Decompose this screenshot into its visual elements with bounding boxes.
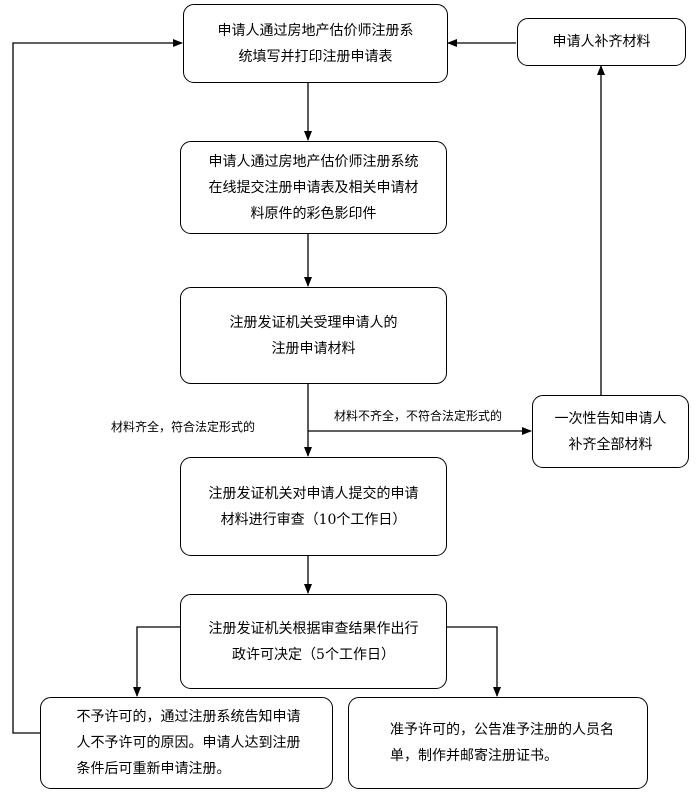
node-accept-line-2: 注册申请材料 xyxy=(271,340,356,357)
node-submit-online-line-3: 料原件的彩色影印件 xyxy=(250,205,377,222)
node-supplement-line-1: 申请人补齐材料 xyxy=(552,34,651,50)
node-decision-line-1: 注册发证机关根据审查结果作出行 xyxy=(208,620,419,637)
label-complete: 材料齐全，符合法定形式的 xyxy=(111,420,256,434)
node-notify-once: 一次性告知申请人 补齐全部材料 xyxy=(532,395,689,468)
label-incomplete: 材料不齐全，不符合法定形式的 xyxy=(334,409,503,423)
node-deny-line-3: 条件后可重新申请注册。 xyxy=(76,761,231,777)
node-deny-line-1: 不予许可的，通过注册系统告知申请 xyxy=(76,709,301,725)
node-decision-line-2: 政许可决定（5个工作日） xyxy=(232,646,395,663)
node-approve: 准予许可的，公告准予注册的人员名 单，制作并邮寄注册证书。 xyxy=(348,697,648,789)
node-decision: 注册发证机关根据审查结果作出行 政许可决定（5个工作日） xyxy=(180,594,447,689)
node-accept: 注册发证机关受理申请人的 注册申请材料 xyxy=(180,287,447,384)
node-submit-online-line-1: 申请人通过房地产估价师注册系统 xyxy=(208,153,419,170)
edge-decision-to-deny xyxy=(133,626,180,697)
node-deny-line-2: 人不予许可的原因。申请人达到注册 xyxy=(76,735,301,751)
node-deny: 不予许可的，通过注册系统告知申请 人不予许可的原因。申请人达到注册 条件后可重新… xyxy=(40,697,333,789)
node-review-line-2: 材料进行审查（10个工作日） xyxy=(220,511,407,528)
node-review-line-1: 注册发证机关对申请人提交的申请 xyxy=(208,485,419,502)
node-fill-form: 申请人通过房地产估价师注册系 统填写并打印注册申请表 xyxy=(183,4,448,83)
node-supplement: 申请人补齐材料 xyxy=(517,18,686,66)
node-submit-online: 申请人通过房地产估价师注册系统 在线提交注册申请表及相关申请材 料原件的彩色影印… xyxy=(180,141,447,234)
node-accept-line-1: 注册发证机关受理申请人的 xyxy=(229,314,398,331)
node-review: 注册发证机关对申请人提交的申请 材料进行审查（10个工作日） xyxy=(180,457,447,556)
node-notify-once-line-1: 一次性告知申请人 xyxy=(554,410,667,427)
node-approve-line-2: 单，制作并邮寄注册证书。 xyxy=(390,748,558,764)
node-fill-form-line-2: 统填写并打印注册申请表 xyxy=(238,48,393,65)
node-approve-line-1: 准予许可的，公告准予注册的人员名 xyxy=(390,722,614,738)
node-fill-form-line-1: 申请人通过房地产估价师注册系 xyxy=(217,22,414,39)
node-notify-once-line-2: 补齐全部材料 xyxy=(568,436,653,453)
edge-decision-to-approve xyxy=(447,626,501,697)
node-submit-online-line-2: 在线提交注册申请表及相关申请材 xyxy=(208,179,419,196)
edge-deny-to-form xyxy=(12,39,183,734)
